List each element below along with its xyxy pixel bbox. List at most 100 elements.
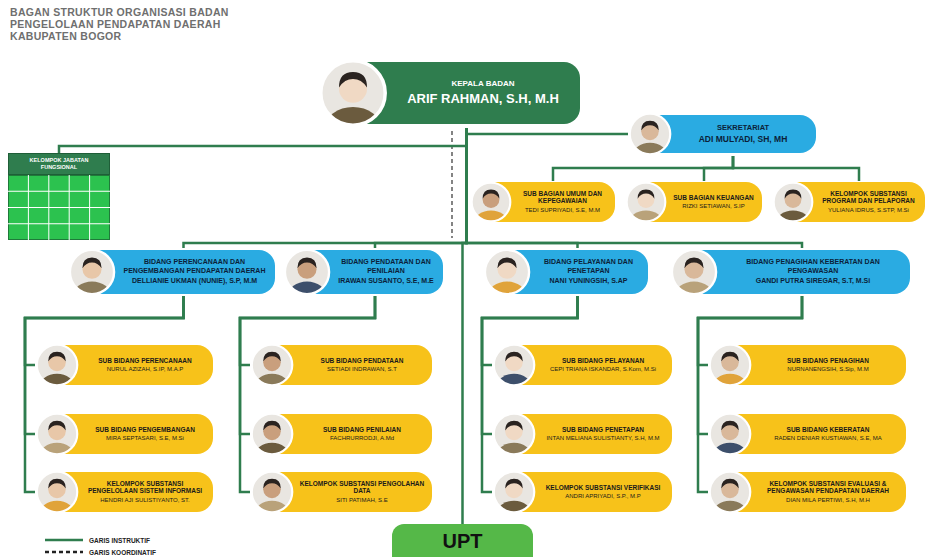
avatar-group xyxy=(492,343,536,387)
connector-line xyxy=(467,128,629,134)
box-heading: UPT xyxy=(443,529,483,553)
box-band: SUB BIDANG PENAGIHANNURNANENGSIH, S.Sip,… xyxy=(730,345,906,385)
avatar-photo xyxy=(670,248,718,296)
person-name: SETIADI INDRAWAN, S.T xyxy=(327,366,397,373)
avatar-hair xyxy=(48,479,66,489)
org-box: SEKRETARIATADI MULYADI, SH, MH xyxy=(628,112,816,156)
avatar-photo xyxy=(283,248,331,296)
avatar-group xyxy=(628,112,672,156)
avatar-hair xyxy=(48,421,66,431)
org-box: SUB BAGIAN UMUM DAN KEPEGAWAIANTEDI SUPR… xyxy=(470,181,615,223)
org-box: KELOMPOK JABATAN FUNGSIONAL xyxy=(8,153,110,240)
org-box: SUB BIDANG PENILAIANFACHRURRODJI, A.Md xyxy=(250,412,432,456)
person-name: YULIANA IDRUS, S.STP, M.Si xyxy=(828,207,909,214)
org-box: SUB BIDANG PENETAPANINTAN MELIANA SULIST… xyxy=(492,412,672,456)
box-heading: SUB BIDANG KEBERATAN xyxy=(787,426,870,434)
avatar-ring xyxy=(285,250,329,294)
org-box: UPT xyxy=(392,524,533,557)
avatar-photo xyxy=(492,470,536,514)
connector-line xyxy=(25,296,184,492)
box-heading: SUB BAGIAN KEUANGAN xyxy=(673,194,754,202)
box-heading: SUB BIDANG PENILAIAN xyxy=(323,426,401,434)
box-band: KELOMPOK SUBSTANSI EVALUASI & PENGAWASAN… xyxy=(730,472,906,512)
avatar-ring xyxy=(37,472,77,512)
person-name: ARIF RAHMAN, S.H, M.H xyxy=(407,91,559,107)
avatar-hair xyxy=(638,189,655,198)
grid-bg xyxy=(9,176,110,240)
avatar-group xyxy=(492,470,536,514)
avatar-photo xyxy=(628,112,672,156)
avatar-hair xyxy=(785,189,802,198)
connector-line xyxy=(698,296,802,492)
avatar-hair xyxy=(505,479,523,489)
avatar-hair xyxy=(263,479,281,489)
legend-row: GARIS INSTRUKTIF xyxy=(45,536,150,544)
avatar-group xyxy=(283,248,331,296)
avatar-hair xyxy=(82,258,101,269)
avatar-ring xyxy=(485,250,529,294)
avatar-ring xyxy=(494,414,534,454)
avatar-hair xyxy=(497,258,516,269)
box-band: KEPALA BADANARIF RAHMAN, S.H, M.H xyxy=(353,62,580,124)
avatar-ring xyxy=(472,183,511,222)
avatar-ring xyxy=(37,345,77,385)
box-band: BIDANG PERENCANAAN DAN PENGEMBANGAN PEND… xyxy=(92,250,275,294)
org-box: KELOMPOK SUBSTANSI VERIFIKASIANDRI APRIY… xyxy=(492,470,672,514)
legend-row: GARIS KOORDINATIF xyxy=(45,548,156,556)
org-box: KELOMPOK SUBSTANSI EVALUASI & PENGAWASAN… xyxy=(708,470,906,514)
avatar-ring xyxy=(252,472,292,512)
avatar-photo xyxy=(250,412,294,456)
org-box: BIDANG PELAYANAN DAN PENETAPAN NANI YUNIN… xyxy=(483,248,648,296)
org-box: KELOMPOK SUBSTANSI PROGRAM DAN PELAPORAN… xyxy=(772,181,925,223)
person-name: IRAWAN SUSANTO, S.E, M.E xyxy=(338,277,434,285)
avatar-photo xyxy=(470,181,512,223)
avatar-photo xyxy=(772,181,814,223)
person-name: TEDI SUPRIYADI, S.E, M.M xyxy=(525,207,600,214)
avatar-photo xyxy=(708,412,752,456)
connector-line xyxy=(463,128,467,524)
avatar-ring xyxy=(252,414,292,454)
person-name: SITI PATIMAH, S.E xyxy=(336,497,387,504)
avatar-photo xyxy=(35,470,79,514)
avatar-group xyxy=(708,412,752,456)
org-box: KELOMPOK SUBSTANSI PENGOLAHAN DATASITI P… xyxy=(250,470,432,514)
avatar-group xyxy=(708,343,752,387)
connector-line xyxy=(240,296,375,492)
avatar-photo xyxy=(492,412,536,456)
avatar-hair xyxy=(641,121,659,131)
connector-line xyxy=(482,296,578,492)
person-name: RADEN DENIAR KUSTIAWAN, S.E, MA xyxy=(774,435,882,442)
avatar-ring xyxy=(37,414,77,454)
org-box: SUB BIDANG PENDATAANSETIADI INDRAWAN, S.… xyxy=(250,343,432,387)
person-name: HENDRI AJI SULISTIYANTO, ST. xyxy=(100,497,189,504)
avatar-hair xyxy=(721,479,739,489)
org-box: SUB BIDANG PENGEMBANGANMIRA SEPTASARI, S… xyxy=(35,412,213,456)
avatar-group xyxy=(35,470,79,514)
avatar-ring xyxy=(672,250,716,294)
person-name: NANI YUNINGSIH, S.AP xyxy=(549,277,627,285)
avatar-photo xyxy=(35,412,79,456)
legend-label: GARIS INSTRUKTIF xyxy=(89,537,150,544)
avatar-photo xyxy=(708,343,752,387)
avatar-ring xyxy=(321,61,385,125)
person-name: MIRA SEPTASARI, S.E, M.Si xyxy=(106,435,184,442)
connector-line xyxy=(553,156,733,181)
box-band: SUB BIDANG PENGEMBANGANMIRA SEPTASARI, S… xyxy=(57,414,213,454)
avatar-group xyxy=(708,470,752,514)
person-name: NURUL AZIZAH, S.IP, M.A.P xyxy=(107,366,184,373)
avatar-group xyxy=(35,412,79,456)
avatar-group xyxy=(483,248,531,296)
org-box: SUB BIDANG KEBERATANRADEN DENIAR KUSTIAW… xyxy=(708,412,906,456)
box-heading: SUB BAGIAN UMUM DAN KEPEGAWAIAN xyxy=(517,190,608,206)
org-box: KELOMPOK SUBSTANSI PENGELOLAAN SISTEM IN… xyxy=(35,470,213,514)
avatar-hair xyxy=(721,352,739,362)
avatar-group xyxy=(250,343,294,387)
box-band: KELOMPOK SUBSTANSI PENGOLAHAN DATASITI P… xyxy=(272,472,432,512)
box-heading: BIDANG PELAYANAN DAN PENETAPAN xyxy=(536,258,641,275)
avatar-hair xyxy=(505,352,523,362)
avatar-group xyxy=(250,470,294,514)
box-heading: SUB BIDANG PENDATAAN xyxy=(321,357,404,365)
avatar-ring xyxy=(710,472,750,512)
box-heading: KELOMPOK JABATAN FUNGSIONAL xyxy=(13,157,105,170)
